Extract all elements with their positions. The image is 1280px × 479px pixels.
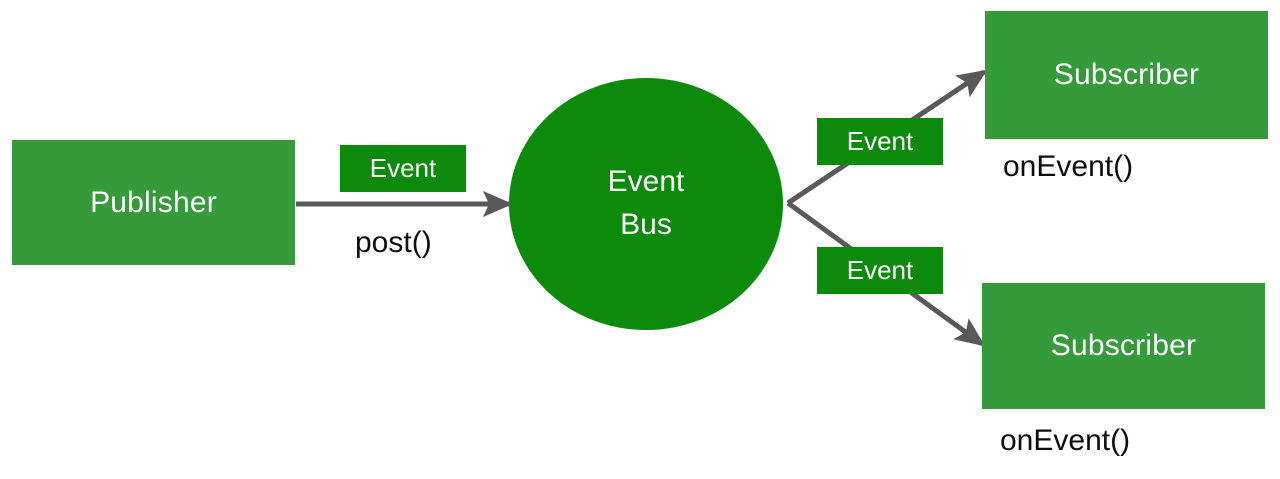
event-tag-bus-to-subscriber-bottom: Event	[817, 247, 943, 294]
event-bus-label-line2: Bus	[620, 208, 672, 241]
on-event-method-label-top: onEvent()	[1003, 150, 1134, 183]
publisher-node: Publisher	[12, 140, 295, 265]
event-tag-bus-to-subscriber-bottom-label: Event	[846, 255, 914, 285]
event-tag-publisher-to-bus: Event	[340, 145, 466, 192]
publisher-label: Publisher	[90, 185, 217, 219]
event-bus-label-line1: Event	[607, 165, 685, 199]
subscriber-node-top: Subscriber	[985, 11, 1268, 139]
event-tag-bus-to-subscriber-top: Event	[817, 118, 943, 165]
event-tag-bus-to-subscriber-top-label: Event	[846, 126, 914, 156]
subscriber-bottom-label: Subscriber	[1050, 329, 1197, 362]
event-tag-publisher-to-bus-label: Event	[369, 153, 437, 183]
subscriber-node-bottom: Subscriber	[982, 283, 1265, 409]
event-bus-node: Event Bus	[509, 78, 783, 330]
post-method-label: post()	[355, 226, 432, 259]
subscriber-top-label: Subscriber	[1053, 58, 1200, 91]
on-event-method-label-bottom: onEvent()	[1000, 424, 1131, 457]
